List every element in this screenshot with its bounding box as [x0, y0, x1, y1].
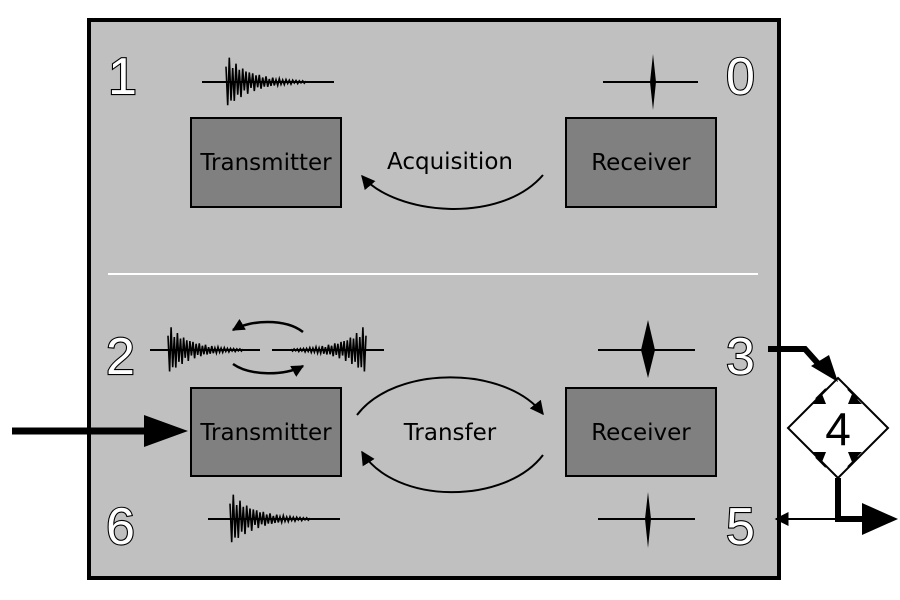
- transmitter-box-bottom: [190, 387, 342, 477]
- transfer-label: Transfer: [403, 420, 497, 446]
- main-panel: [87, 18, 781, 580]
- transmitter-label-bottom: Transmitter: [199, 420, 332, 446]
- bridge-input-arrow: [768, 346, 825, 371]
- step-number-2: 2: [106, 328, 135, 386]
- spike-pulse-icon: [603, 54, 698, 110]
- decaying-waveform-icon: [272, 327, 384, 372]
- bridge-label: 4: [825, 403, 851, 455]
- receiver-box-top: [565, 117, 717, 208]
- bridge-output-arrowhead: [862, 503, 898, 535]
- decaying-waveform-icon: [208, 494, 340, 543]
- bridge-output-arrow: [835, 478, 866, 522]
- transmitter-box-top: [190, 117, 342, 208]
- decaying-waveform-icon: [202, 57, 334, 106]
- step-number-6: 6: [106, 498, 135, 556]
- receiver-label-bottom: Receiver: [591, 420, 691, 446]
- receiver-label-top: Receiver: [591, 150, 691, 176]
- bridge-input-arrowhead: [811, 355, 838, 382]
- receiver-box-bottom: [565, 387, 717, 477]
- step-number-1: 1: [108, 48, 137, 106]
- swap-arrow-bottom: [232, 362, 305, 377]
- spike-pulse-icon: [598, 320, 695, 378]
- acquisition-label: Acquisition: [387, 149, 513, 175]
- spike-pulse-icon: [598, 492, 695, 548]
- transmitter-label-top: Transmitter: [199, 150, 332, 176]
- transfer-arrow-forward: [356, 376, 544, 416]
- swap-arrow-top: [231, 318, 304, 334]
- transfer-arrow-back: [361, 450, 544, 494]
- input-arrow-head: [144, 415, 188, 447]
- acquisition-arrow: [361, 174, 544, 210]
- step-number-0: 0: [726, 48, 755, 106]
- decaying-waveform-icon: [150, 327, 260, 372]
- step-number-3: 3: [726, 328, 755, 386]
- step-number-5: 5: [726, 498, 755, 556]
